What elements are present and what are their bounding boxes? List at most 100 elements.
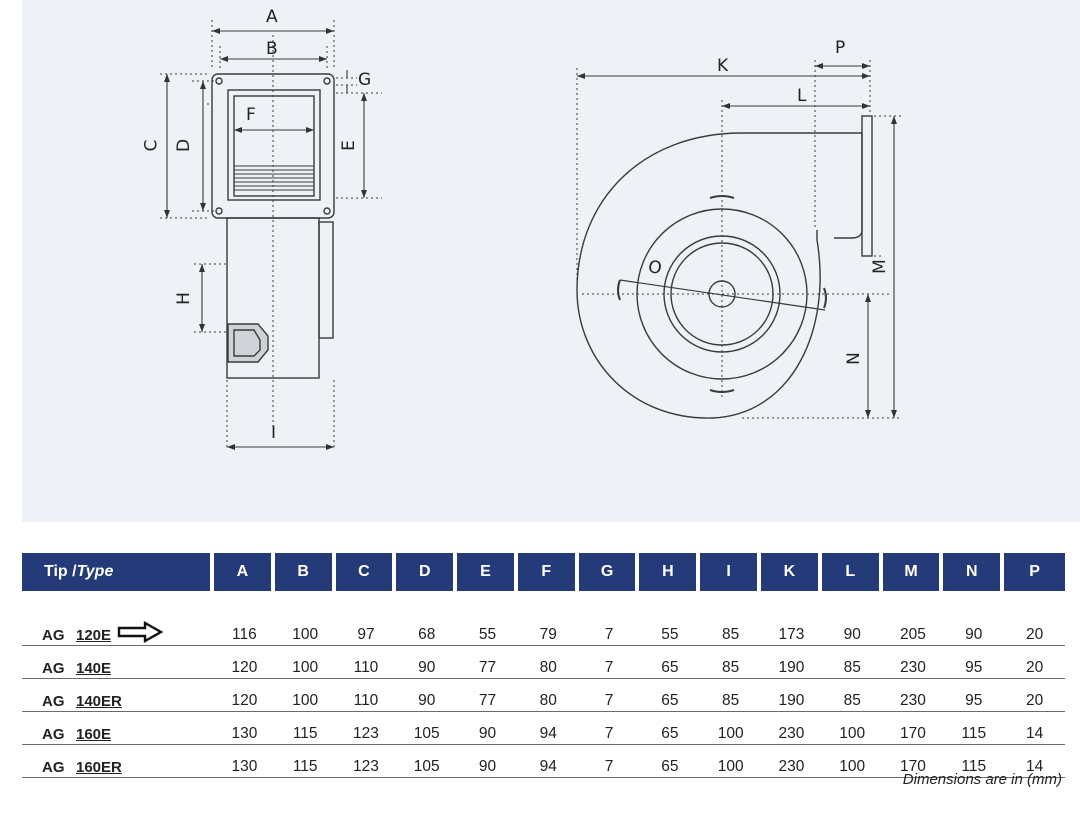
- column-header-f: F: [517, 553, 579, 591]
- cell-b: 100: [274, 679, 336, 712]
- cell-g: 7: [578, 613, 640, 646]
- dim-label-h: H: [173, 292, 194, 305]
- model-cell: AG 120E: [22, 613, 214, 646]
- cell-i: 85: [700, 679, 762, 712]
- cell-l: 100: [821, 745, 883, 778]
- dim-label-e: E: [338, 140, 359, 151]
- cell-a: 120: [214, 679, 275, 712]
- cell-n: 115: [943, 712, 1005, 745]
- model-prefix: AG: [42, 759, 65, 776]
- model-name: 160E: [76, 726, 112, 743]
- dimension-table: Tip /Type A B C D E F G H I K L M N P AG…: [22, 553, 1065, 778]
- type-header-italic: Type: [76, 563, 114, 580]
- arrow-right-icon: [117, 621, 163, 643]
- dim-label-f: F: [246, 105, 256, 125]
- dim-label-m: M: [869, 259, 890, 274]
- type-header-label: Tip /: [44, 563, 77, 580]
- model-name: 120E: [76, 627, 112, 644]
- cell-d: 68: [396, 613, 458, 646]
- column-header-g: G: [578, 553, 640, 591]
- cell-l: 85: [821, 646, 883, 679]
- cell-k: 230: [761, 712, 822, 745]
- model-cell: AG 140E: [22, 646, 214, 679]
- column-header-i: I: [700, 553, 762, 591]
- cell-d: 90: [396, 679, 458, 712]
- cell-h: 65: [639, 712, 701, 745]
- model-prefix: AG: [42, 660, 65, 677]
- cell-g: 7: [578, 646, 640, 679]
- model-prefix: AG: [42, 627, 65, 644]
- cell-i: 100: [700, 712, 762, 745]
- cell-n: 115: [943, 745, 1005, 778]
- model-prefix: AG: [42, 726, 65, 743]
- column-header-k: K: [761, 553, 822, 591]
- dim-label-a: A: [266, 7, 278, 27]
- cell-i: 100: [700, 745, 762, 778]
- column-header-n: N: [943, 553, 1005, 591]
- technical-drawing-panel: A B C D E F G H I K L M N O P: [22, 0, 1080, 522]
- cell-d: 105: [396, 712, 458, 745]
- column-header-type: Tip /Type: [22, 553, 214, 591]
- cell-h: 65: [639, 679, 701, 712]
- model-prefix: AG: [42, 693, 65, 710]
- cell-k: 230: [761, 745, 822, 778]
- cell-e: 90: [457, 712, 518, 745]
- cell-k: 173: [761, 613, 822, 646]
- cell-a: 116: [214, 613, 275, 646]
- column-header-e: E: [457, 553, 518, 591]
- cell-i: 85: [700, 613, 762, 646]
- cell-h: 65: [639, 745, 701, 778]
- dim-label-n: N: [843, 352, 864, 365]
- cell-l: 100: [821, 712, 883, 745]
- cell-m: 230: [882, 646, 944, 679]
- dim-label-d: D: [174, 138, 195, 153]
- column-header-d: D: [396, 553, 458, 591]
- cell-g: 7: [578, 712, 640, 745]
- cell-k: 190: [761, 679, 822, 712]
- cell-p: 14: [1004, 712, 1065, 745]
- dim-label-l: L: [797, 86, 807, 106]
- cell-f: 79: [517, 613, 579, 646]
- dim-label-k: K: [717, 56, 729, 76]
- cell-a: 120: [214, 646, 275, 679]
- cell-m: 170: [882, 745, 944, 778]
- cell-a: 130: [214, 712, 275, 745]
- cell-b: 115: [274, 745, 336, 778]
- dim-label-b: B: [266, 39, 278, 59]
- cell-p: 20: [1004, 613, 1065, 646]
- column-header-c: C: [335, 553, 397, 591]
- table-header-row: Tip /Type A B C D E F G H I K L M N P: [22, 553, 1065, 591]
- cell-f: 94: [517, 745, 579, 778]
- cell-a: 130: [214, 745, 275, 778]
- cell-n: 95: [943, 646, 1005, 679]
- cell-f: 80: [517, 679, 579, 712]
- cell-d: 105: [396, 745, 458, 778]
- cell-p: 14: [1004, 745, 1065, 778]
- model-name: 160ER: [76, 759, 122, 776]
- cell-f: 80: [517, 646, 579, 679]
- model-name: 140E: [76, 660, 112, 677]
- model-cell: AG 160ER: [22, 745, 214, 778]
- column-header-b: B: [274, 553, 336, 591]
- technical-drawing: [160, 20, 902, 450]
- cell-g: 7: [578, 679, 640, 712]
- cell-d: 90: [396, 646, 458, 679]
- cell-l: 85: [821, 679, 883, 712]
- side-view: [576, 60, 902, 419]
- model-name: 140ER: [76, 693, 122, 710]
- cell-e: 77: [457, 679, 518, 712]
- dim-label-p: P: [835, 38, 846, 58]
- cell-e: 77: [457, 646, 518, 679]
- cell-c: 97: [335, 613, 397, 646]
- model-cell: AG 140ER: [22, 679, 214, 712]
- cell-m: 205: [882, 613, 944, 646]
- column-header-a: A: [214, 553, 275, 591]
- front-view: [160, 20, 382, 450]
- column-header-l: L: [821, 553, 883, 591]
- cell-l: 90: [821, 613, 883, 646]
